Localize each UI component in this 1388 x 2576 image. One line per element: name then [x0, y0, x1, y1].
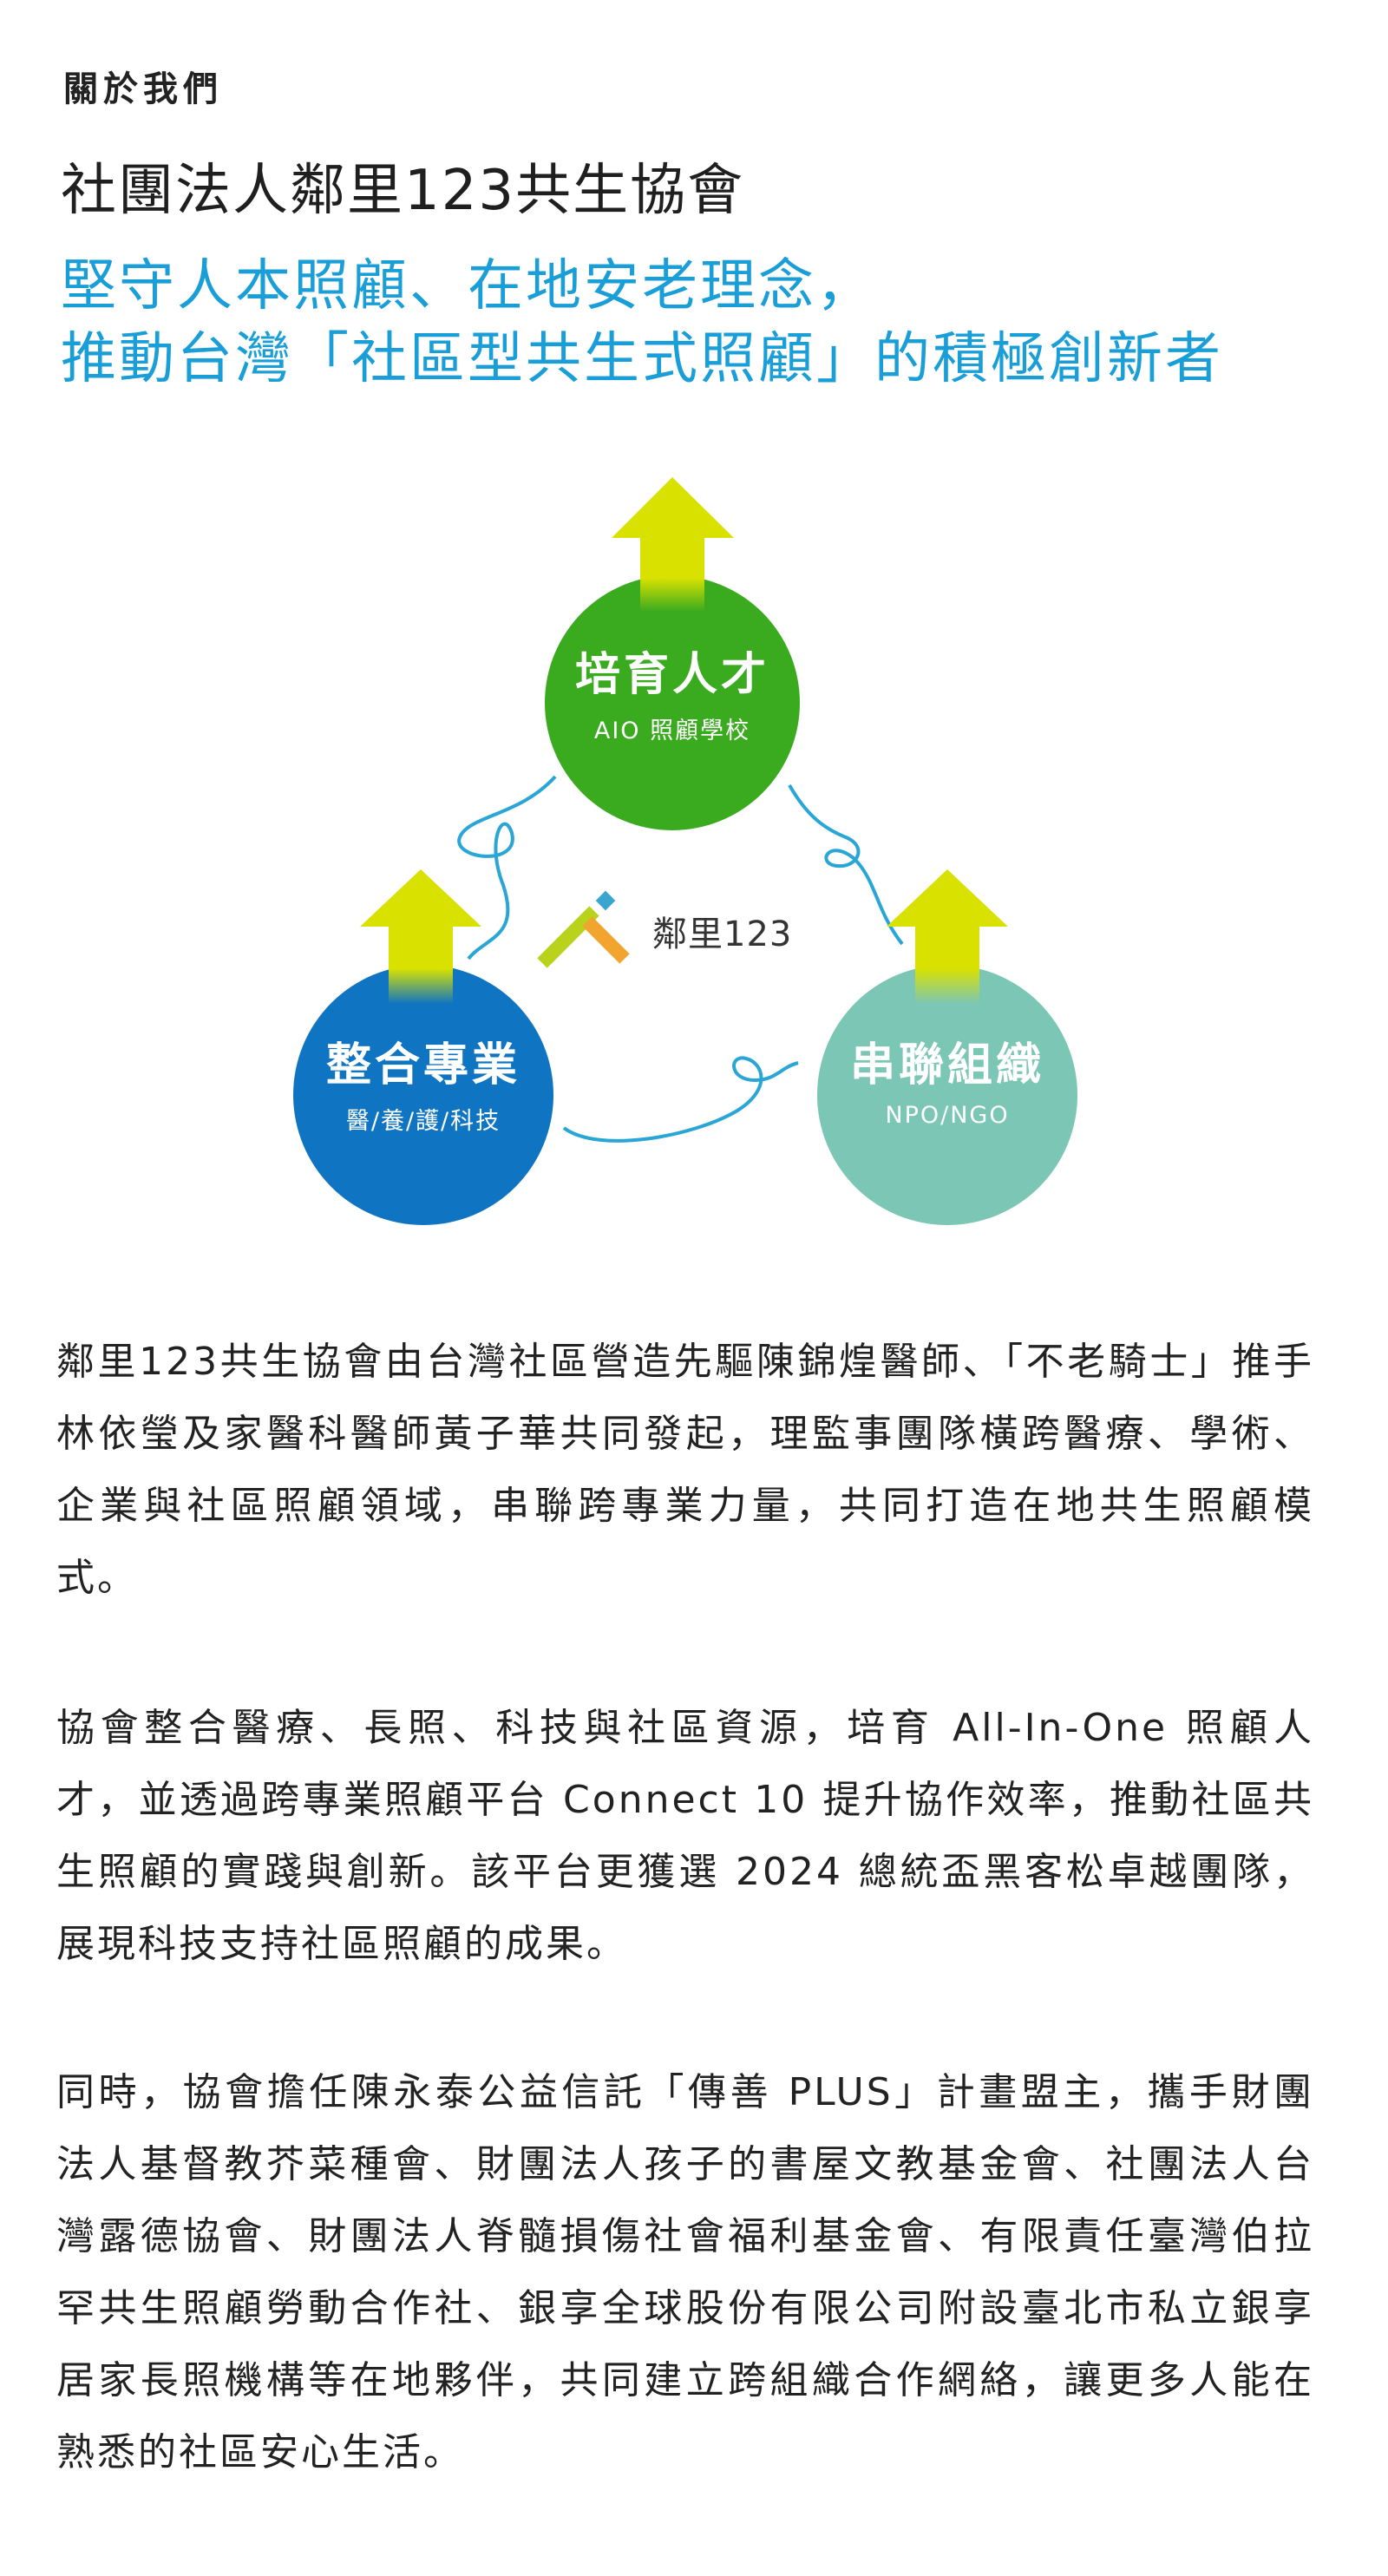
slogan-line-1: 堅守人本照顧、在地安老理念，	[61, 254, 874, 318]
diagram-graphics	[293, 477, 1077, 1225]
logo-text: 鄰里123	[652, 914, 793, 954]
three-pillars-diagram: 鄰里123 培育人才 AIO 照顧學校 整合專業 醫/養/護/科技 串聯組織 N…	[0, 451, 1388, 1267]
node-talent: 培育人才 AIO 照顧學校	[516, 638, 828, 745]
page-title: 社團法人鄰里123共生協會	[61, 159, 745, 223]
slogan: 堅守人本照顧、在地安老理念， 推動台灣「社區型共生式照顧」的積極創新者	[61, 250, 1223, 396]
circle-talent	[545, 575, 800, 830]
node-subtitle: NPO/NGO	[885, 1102, 1010, 1129]
connector-lines	[457, 775, 904, 1143]
slogan-line-2: 推動台灣「社區型共生式照顧」的積極創新者	[61, 327, 1223, 391]
node-title: 串聯組織	[849, 1039, 1044, 1091]
node-professional: 整合專業 醫/養/護/科技	[267, 1028, 579, 1136]
connector-bottom	[562, 1056, 799, 1143]
paragraph-partners: 同時，協會擔任陳永泰公益信託「傳善 PLUS」計畫盟主，攜手財團法人基督教芥菜種…	[56, 2070, 1314, 2474]
section-label: 關於我們	[63, 69, 223, 109]
logo-mark-icon	[537, 890, 630, 968]
connector-left	[457, 775, 557, 960]
circle-network	[817, 965, 1077, 1225]
node-title: 培育人才	[574, 649, 769, 701]
paragraph-founders: 鄰里123共生協會由台灣社區營造先驅陳錦煌醫師、「不老騎士」推手林依瑩及家醫科醫…	[56, 1340, 1314, 1600]
circle-professional	[293, 965, 553, 1225]
paragraph-platform: 協會整合醫療、長照、科技與社區資源，培育 All-In-One 照顧人才，並透過…	[56, 1706, 1314, 1966]
node-subtitle: AIO 照顧學校	[593, 718, 751, 744]
arrow-up-icon-top	[612, 477, 734, 612]
connector-right	[788, 784, 904, 946]
arrow-up-icon-right	[887, 869, 1008, 1004]
node-title: 整合專業	[325, 1039, 520, 1091]
node-network: 串聯組織 NPO/NGO	[791, 1028, 1103, 1129]
arrow-up-icon-left	[360, 869, 481, 1004]
node-subtitle: 醫/養/護/科技	[345, 1108, 501, 1135]
